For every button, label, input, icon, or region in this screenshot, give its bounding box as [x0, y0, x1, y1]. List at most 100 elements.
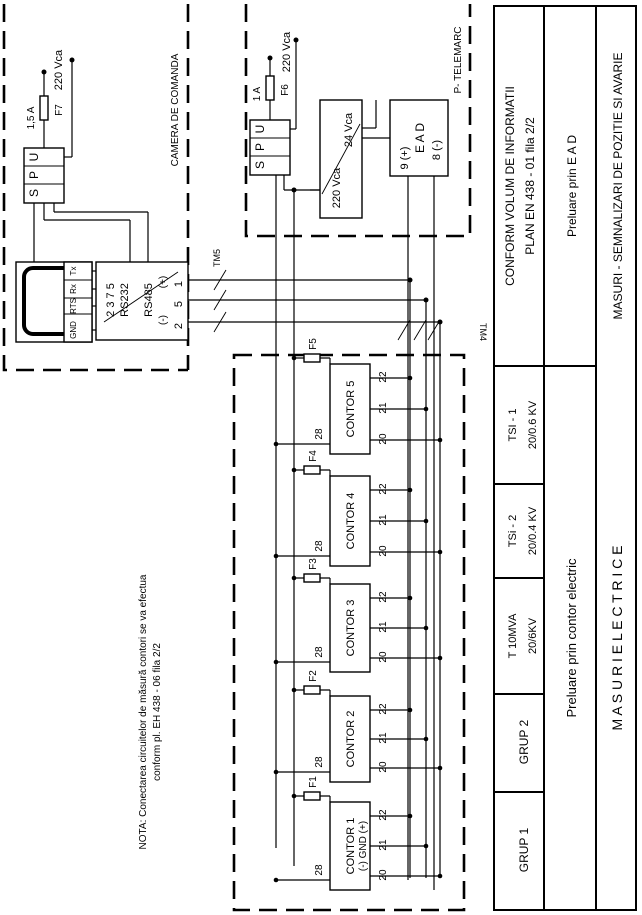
meter-name: CONTOR 5 [345, 381, 357, 438]
meter-fuse [303, 465, 321, 475]
ead-name: E A D [413, 123, 427, 153]
fuse-f7 [39, 95, 49, 121]
pin-label-gnd: GND [69, 321, 78, 339]
title-masuri-electrice: M A S U R I E L E C T R I C E [609, 546, 625, 731]
meter-terminal-21: 21 [378, 732, 389, 744]
meter-terminal-22: 22 [378, 703, 389, 715]
title-preluare-contor: Preluare prin contor electric [564, 558, 579, 717]
meter-terminal-20: 20 [378, 433, 389, 445]
junction-dot [273, 553, 279, 559]
junction-dot [407, 595, 413, 601]
junction-dot [291, 575, 297, 581]
meter-terminal-28: 28 [314, 864, 325, 876]
title-project-1: CONFORM VOLUM DE INFORMATII [503, 86, 517, 286]
junction-dot [423, 518, 429, 524]
title-group1: GRUP 1 [517, 827, 531, 872]
meter-box [329, 363, 371, 455]
meter-terminal-22: 22 [378, 809, 389, 821]
converter-minus-label: (-) [158, 315, 169, 325]
junction-dot [423, 736, 429, 742]
title-transformer-1: T 10MVA [507, 613, 519, 658]
converter-pin-1: 1 [173, 281, 185, 287]
ups-left: U P S F7 1,5 A 220 Vca [23, 49, 149, 262]
tm4-cable: TM4 [397, 280, 488, 878]
ups-left-voltage: 220 Vca [53, 49, 65, 90]
converter-plus-label: (+) [158, 276, 169, 289]
ead-plus: 9 (+) [399, 147, 411, 170]
junction-dot [407, 487, 413, 493]
meter-terminal-21: 21 [378, 402, 389, 414]
junction-dot [407, 707, 413, 713]
converter-pin-5: 5 [173, 301, 185, 307]
meter-terminal-22: 22 [378, 483, 389, 495]
telemarc-area-boundary [244, 4, 472, 238]
ups-right-voltage: 220 Vca [281, 31, 293, 72]
title-preluare-ead: Preluare prin E A D [565, 135, 579, 237]
meter-box [329, 801, 371, 891]
junction-dot [407, 375, 413, 381]
junction-dot [291, 355, 297, 361]
junction-dot [273, 877, 279, 883]
meter-terminal-20: 20 [378, 545, 389, 557]
converter-out-voltage: 24 Vca [343, 112, 355, 147]
note-line1: NOTA: Conectarea circuitelor de măsură c… [138, 574, 149, 849]
ups-left-p: P [27, 171, 41, 179]
junction-dot [273, 441, 279, 447]
ead-minus: 8 (-) [431, 140, 443, 160]
junction-dot [291, 793, 297, 799]
title-tsi2-2: 20/0.4 KV [527, 506, 539, 555]
meter-fuse [303, 791, 321, 801]
meter-terminal-20: 20 [378, 651, 389, 663]
fuse-f7-label: F7 [54, 104, 65, 116]
junction-dot [407, 813, 413, 819]
meter-terminal-28: 28 [314, 646, 325, 658]
meter-terminal-21: 21 [378, 514, 389, 526]
ups-right: U P S F6 1 A 220 Vca [249, 31, 320, 866]
junction-dot [291, 467, 297, 473]
junction-dot [423, 406, 429, 412]
rs232-rs485-converter: 2 3 7 5 RS232 RS485 (-) (+) 1 5 2 [95, 261, 189, 341]
title-transformer-2: 20/6KV [527, 617, 539, 654]
converter-rs232-label: RS232 [119, 283, 131, 317]
meter-fuse [303, 353, 321, 363]
converter-rs485-label: RS485 [143, 283, 155, 317]
telemarc-area-label: P- TELEMARC [453, 26, 464, 93]
ups-left-s: S [27, 189, 41, 197]
meter-terminal-28: 28 [314, 428, 325, 440]
junction-dot [291, 687, 297, 693]
title-project-2: PLAN EN 438 - 01 fila 2/2 [523, 117, 537, 255]
converter-pins-top: 2 3 7 5 [105, 283, 117, 317]
meter-terminal-22: 22 [378, 371, 389, 383]
meter-fuse-label: F2 [308, 670, 319, 682]
meter-terminal-21: 21 [378, 839, 389, 851]
title-block: GRUP 1 GRUP 2 T 10MVA 20/6KV TSi - 2 20/… [493, 5, 637, 911]
tm4-label: TM4 [478, 323, 488, 341]
meter-fuse-label: F4 [308, 450, 319, 462]
title-tsi1-1: TSI - 1 [507, 408, 519, 441]
meter-fuse [303, 685, 321, 695]
converter-pin-2: 2 [173, 323, 185, 329]
meter-box [329, 475, 371, 567]
pin-label-tx: Tx [69, 267, 78, 276]
meter-terminal-20: 20 [378, 869, 389, 881]
ups-right-s: S [253, 161, 267, 169]
ups-left-u: U [27, 153, 41, 162]
meter-name: CONTOR 4 [345, 493, 357, 550]
fuse-f6 [265, 75, 275, 101]
converter-in-voltage: 220 Vca [331, 167, 343, 208]
junction-dot [437, 765, 443, 771]
fuse-f6-rating: 1 A [252, 86, 263, 101]
junction-dot [273, 659, 279, 665]
junction-dot [437, 437, 443, 443]
junction-dot [273, 769, 279, 775]
title-tsi1-2: 20/0.6 KV [527, 400, 539, 449]
junction-dot [437, 655, 443, 661]
meter-fuse-label: F3 [308, 558, 319, 570]
meter-gnd-terminals: (-) GND (+) [358, 821, 369, 871]
meter-terminal-21: 21 [378, 621, 389, 633]
ead-device: E A D 9 (+) 8 (-) [362, 99, 449, 890]
